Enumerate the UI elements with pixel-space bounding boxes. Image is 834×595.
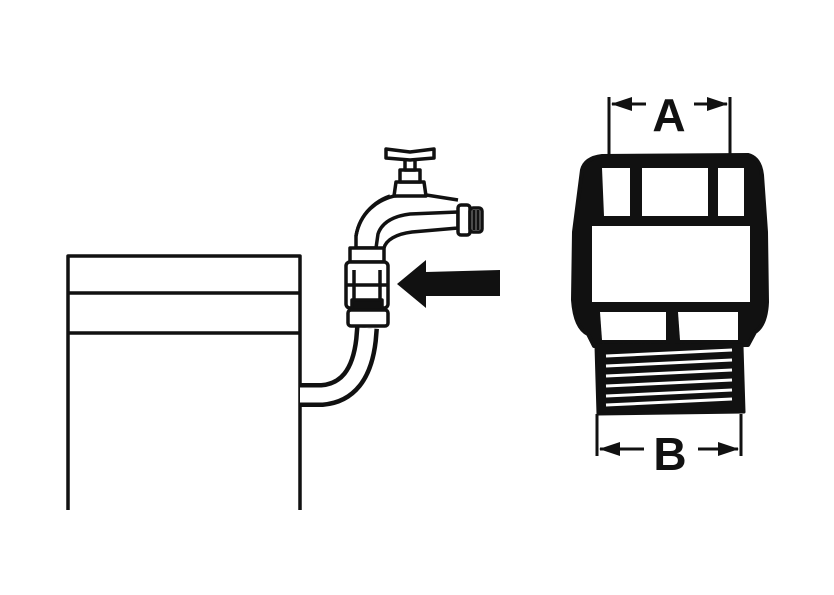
dimension-a-label: A [652,89,685,141]
dimension-a [607,97,732,158]
appliance-cabinet-icon [66,254,302,510]
garden-tap-icon [354,147,484,250]
threaded-adapter-icon [571,153,769,416]
pointer-arrow-icon [397,260,500,308]
inlet-hose-icon [300,327,379,407]
hose-connector-icon [344,246,390,328]
dimension-b-label: B [653,428,686,480]
dimension-b [595,414,743,456]
